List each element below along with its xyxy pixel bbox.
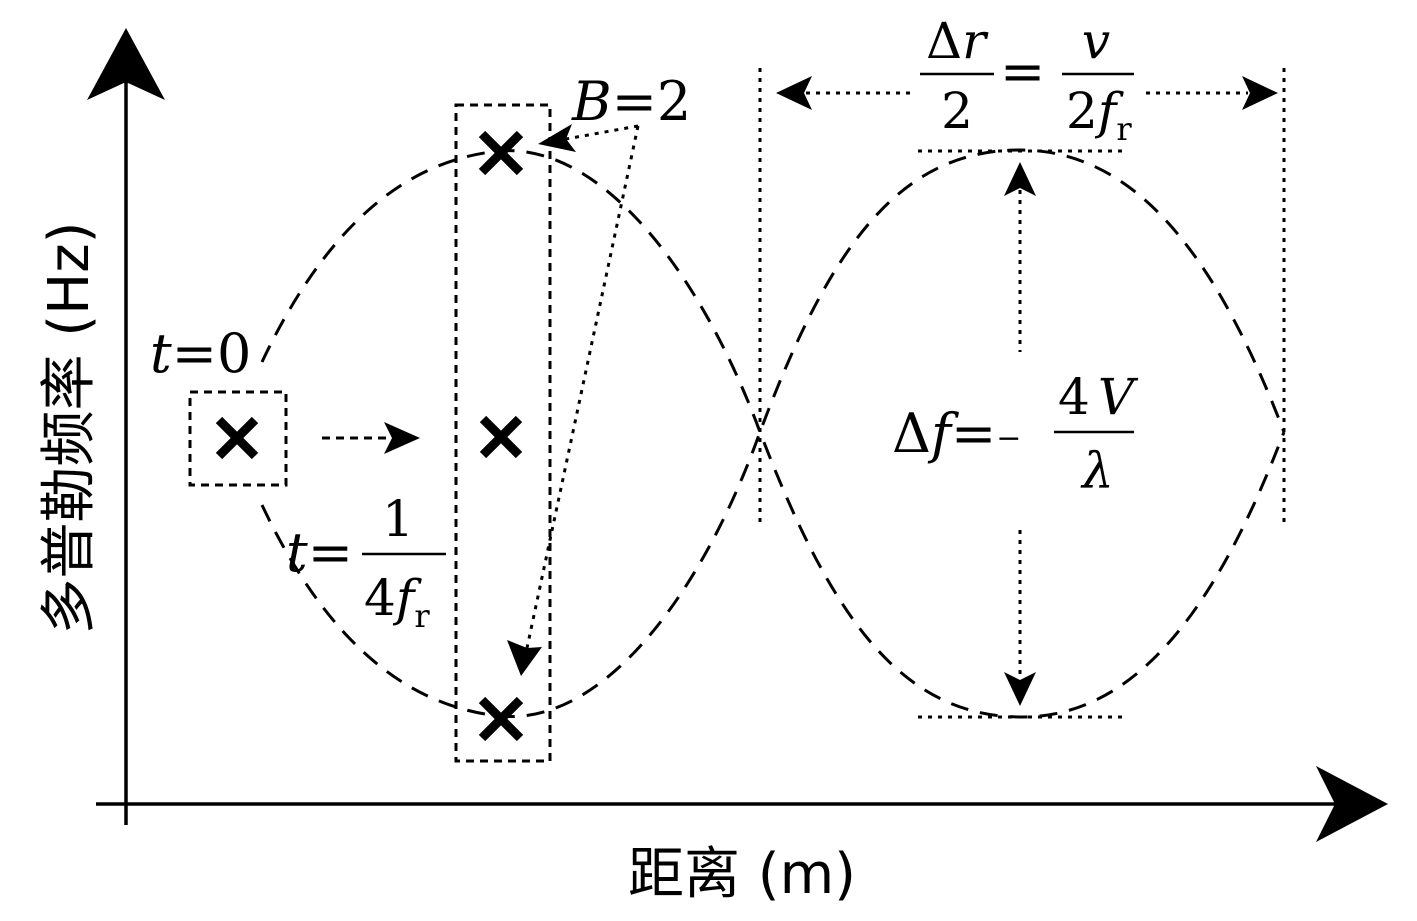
t0-sample-box — [188, 390, 288, 487]
cross-mark-bottom — [478, 696, 524, 742]
x-axis-arrowhead-icon — [1316, 766, 1388, 842]
curve-lower-arc — [260, 148, 1286, 719]
range-period-arrow — [776, 76, 1278, 110]
svg-text:t=: t= — [286, 521, 353, 584]
range-arrowhead-right-icon — [1242, 76, 1278, 110]
doppler-span-arrow — [1004, 162, 1036, 706]
time-progress-arrow — [322, 422, 420, 454]
label-t-quarter-period: t= 1 4fr — [286, 490, 446, 635]
x-axis-label: 距离 (m) — [628, 842, 856, 907]
doppler-arrowhead-up-icon — [1004, 162, 1036, 196]
doppler-arrowhead-down-icon — [1004, 672, 1036, 706]
svg-text:Δf=−: Δf=− — [892, 402, 1021, 465]
svg-text:2fr: 2fr — [1066, 82, 1132, 148]
svg-text:Δr: Δr — [926, 12, 989, 70]
y-axis-arrowhead-icon — [87, 28, 165, 100]
label-t0: t=0 — [150, 322, 251, 385]
svg-text:1: 1 — [382, 490, 414, 548]
cross-mark-t0 — [215, 416, 259, 460]
doppler-curves — [260, 148, 1286, 719]
bandwidth-arrowhead-top-icon — [538, 124, 576, 152]
time-arrowhead-icon — [384, 422, 420, 454]
svg-text:λ: λ — [1080, 442, 1114, 500]
target-markers — [215, 130, 524, 742]
bandwidth-arrowhead-bottom-icon — [507, 640, 542, 676]
svg-text:4V: 4V — [1058, 368, 1139, 426]
svg-text:=: = — [1000, 40, 1045, 103]
svg-text:v: v — [1082, 12, 1110, 70]
y-axis — [87, 28, 165, 825]
range-arrowhead-left-icon — [776, 76, 812, 110]
quarter-period-sample-box — [454, 103, 552, 763]
bandwidth-pointers — [507, 124, 640, 676]
x-axis — [96, 766, 1388, 842]
curve-upper-arc — [260, 149, 1286, 719]
svg-text:4fr: 4fr — [364, 569, 430, 635]
svg-text:2: 2 — [941, 82, 973, 140]
label-bandwidth: B=2 — [571, 70, 691, 133]
cross-mark-middle — [479, 415, 523, 459]
cross-mark-top — [478, 130, 524, 176]
label-range-period: Δr 2 = v 2fr — [920, 12, 1134, 148]
y-axis-label: 多普勒频率 (Hz) — [37, 222, 102, 635]
